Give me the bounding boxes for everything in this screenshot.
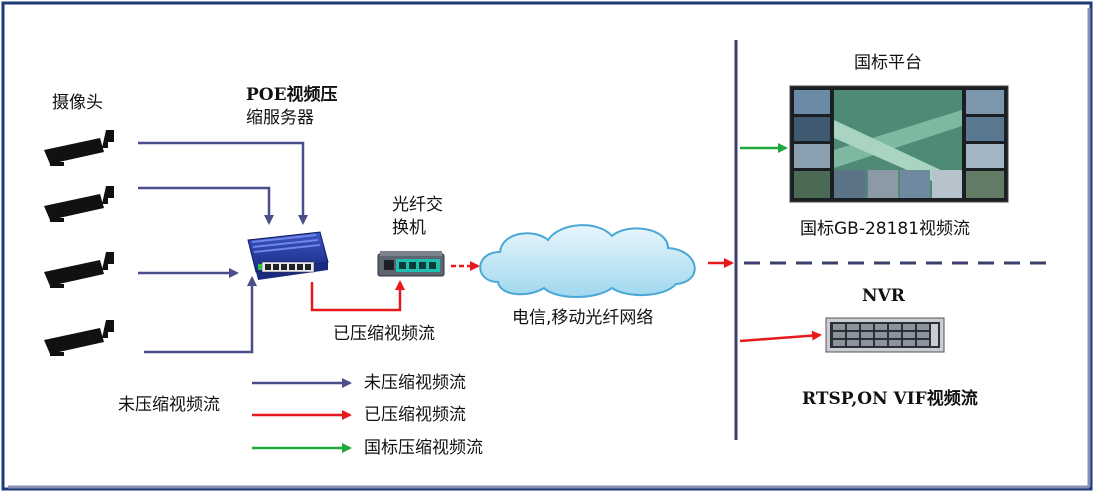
telecom-network-label: 电信,移动光纤网络	[512, 308, 654, 328]
rtsp-stream-label: RTSP,ON VIF视频流	[802, 389, 978, 409]
camera-icon	[44, 186, 114, 222]
poe-server-label-line1: POE视频压	[246, 85, 338, 105]
poe-server-icon	[247, 231, 329, 280]
fiber-switch-icon	[377, 251, 445, 277]
camera4-link-arrow	[144, 276, 257, 354]
camera2-link-arrow	[138, 186, 274, 225]
legend-compressed-label: 已压缩视频流	[364, 405, 466, 425]
video-wall-icon	[789, 85, 1009, 203]
uncompressed-stream-label: 未压缩视频流	[118, 395, 220, 415]
camera-icon	[44, 252, 114, 288]
national-platform-label: 国标平台	[854, 53, 922, 73]
camera-label: 摄像头	[52, 93, 103, 113]
camera1-link-arrow	[138, 141, 308, 225]
server-to-switch-arrow	[310, 280, 405, 312]
fiber-switch-label-line1: 光纤交	[392, 195, 443, 215]
poe-server-label-line2: 缩服务器	[246, 108, 314, 128]
nvr-label: NVR	[862, 286, 905, 306]
nvr-link-arrow	[739, 330, 822, 343]
compressed-stream-label: 已压缩视频流	[333, 324, 435, 344]
fiber-switch-label-line2: 换机	[392, 218, 426, 238]
camera-icon	[44, 130, 114, 166]
nvr-icon	[825, 317, 945, 353]
network-cloud	[479, 224, 696, 298]
camera-icon	[44, 320, 114, 356]
legend-uncompressed-label: 未压缩视频流	[364, 373, 466, 393]
gb-stream-label: 国标GB-28181视频流	[800, 219, 971, 239]
legend-national-label: 国标压缩视频流	[364, 438, 483, 458]
